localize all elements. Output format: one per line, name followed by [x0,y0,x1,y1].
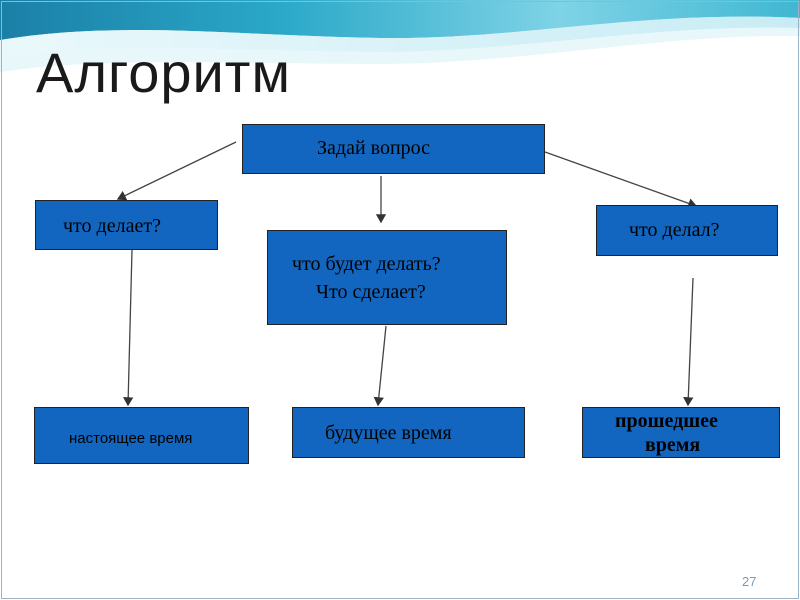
past-tense-text-line1: прошедшее [615,410,718,432]
header-decoration [0,0,800,73]
past-tense-text-line2: время [645,434,701,456]
past-question-text: что делал? [629,219,720,241]
present-tense-text: настоящее время [69,430,193,447]
present-question-text: что делает? [63,215,161,237]
arrow-future-to-tense [373,325,387,407]
past-tense-box: прошедшее время [582,407,780,458]
arrow-root-to-past [544,151,698,209]
future-question-text-line2: Что сделает? [316,281,426,303]
present-tense-box: настоящее время [34,407,249,464]
root-question-box: Задай вопрос [242,124,545,174]
page-number: 27 [742,574,757,589]
arrow-root-to-present [116,141,237,201]
arrow-past-to-tense [683,277,694,407]
arrow-present-to-tense [123,249,134,407]
present-question-box: что делает? [35,200,218,250]
future-tense-box: будущее время [292,407,525,458]
future-question-box: что будет делать? Что сделает? [267,230,507,325]
past-question-box: что делал? [596,205,778,256]
slide-title: Алгоритм [36,41,291,104]
future-tense-text: будущее время [325,422,452,444]
root-question-text: Задай вопрос [317,137,431,159]
future-question-text-line1: что будет делать? [292,253,441,275]
